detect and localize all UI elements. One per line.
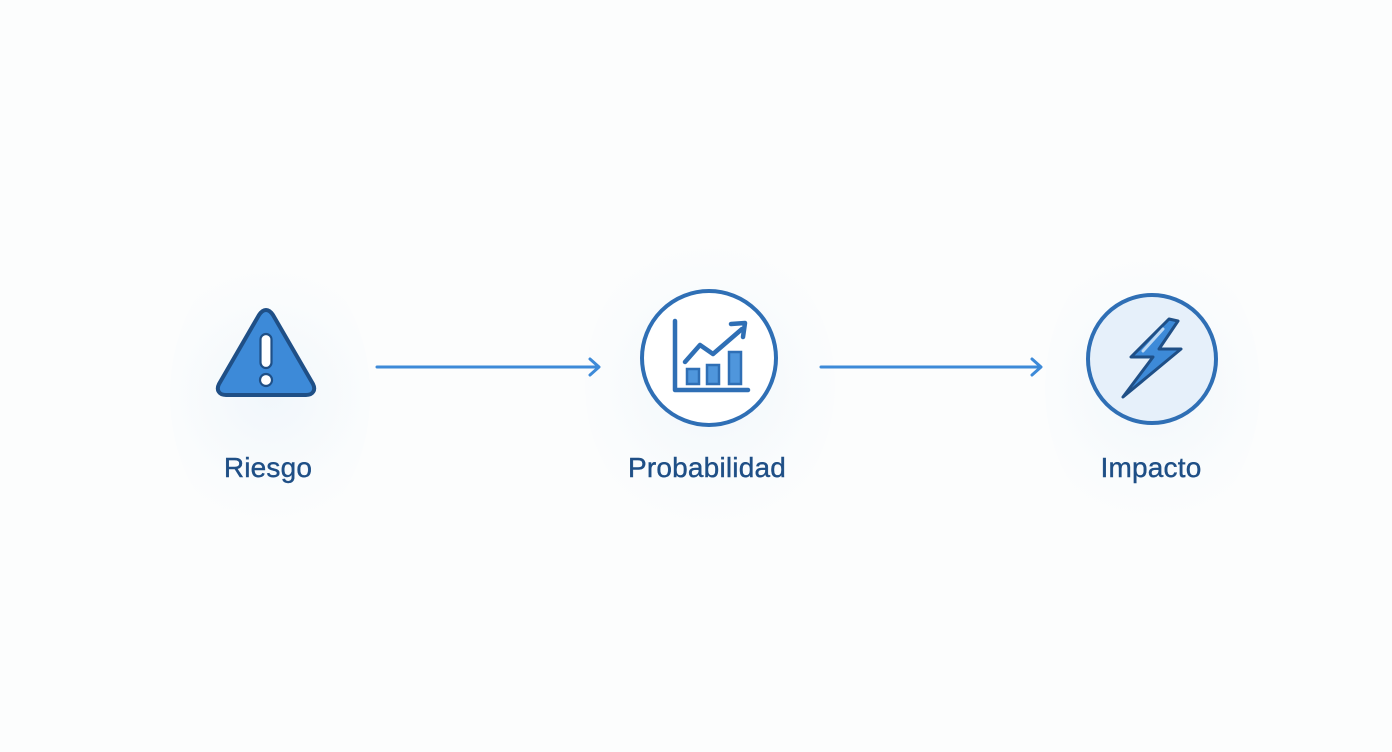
lightning-bolt-icon <box>1086 293 1218 425</box>
arrow-riesgo-to-probabilidad <box>375 357 601 377</box>
arrow-probabilidad-to-impacto <box>819 357 1043 377</box>
node-label-impacto: Impacto <box>1100 452 1202 483</box>
node-label-probabilidad: Probabilidad <box>627 452 787 483</box>
growth-chart-icon <box>640 289 778 427</box>
warning-triangle-icon <box>215 308 317 397</box>
node-label-riesgo: Riesgo <box>223 452 313 483</box>
